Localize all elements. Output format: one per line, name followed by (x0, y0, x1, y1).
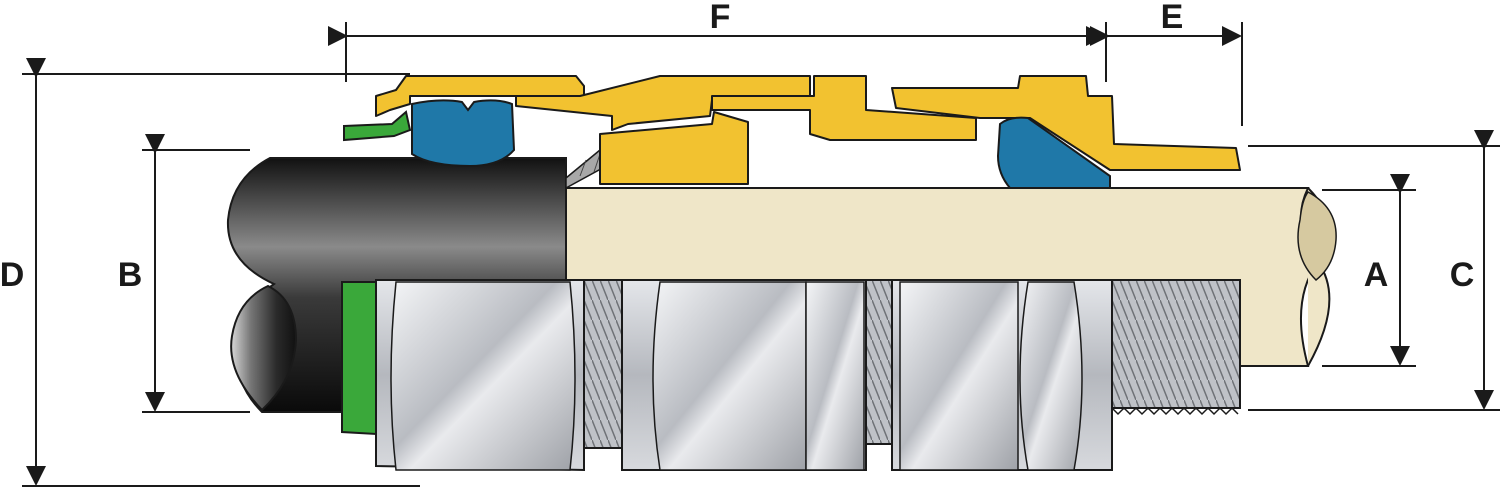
shroud-green-side (341, 281, 377, 436)
shroud-green-top (343, 110, 412, 142)
middle-body (711, 75, 977, 141)
clamp-ring (599, 111, 749, 185)
steel-exterior (341, 279, 1241, 472)
seals (343, 99, 1111, 189)
entry-thread (1111, 279, 1241, 409)
dim-label-d: D (0, 256, 24, 294)
thread-section-2 (865, 279, 893, 445)
dimension-labels: F E D B A C (0, 0, 1474, 294)
dimension-lines (22, 22, 1500, 487)
dim-label-e: E (1161, 0, 1184, 36)
entry-body (891, 75, 1241, 171)
inner-cable-end-face (1297, 191, 1337, 281)
inner-seal-blue (996, 116, 1111, 189)
outer-seal-blue (411, 99, 516, 168)
thread-section-1 (583, 279, 623, 449)
dim-label-f: F (710, 0, 731, 36)
dim-label-b: B (118, 256, 143, 294)
dim-label-a: A (1364, 256, 1389, 294)
cable-sheath-cut-face (230, 284, 298, 412)
dim-label-c: C (1450, 256, 1475, 294)
brass-body-section (375, 75, 1241, 185)
